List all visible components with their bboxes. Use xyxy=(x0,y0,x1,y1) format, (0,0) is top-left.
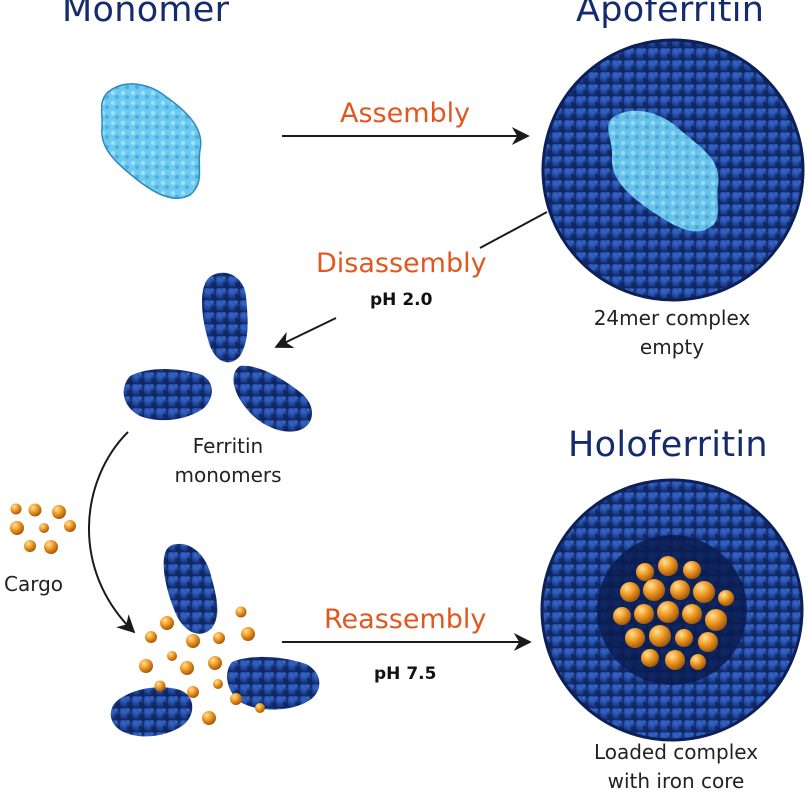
disassembly-arrow-tail xyxy=(479,211,548,249)
apoferritin-caption-line1: 24mer complex xyxy=(593,306,751,330)
disassembly-arrow xyxy=(274,317,337,349)
reassembly-ph-label: pH 7.5 xyxy=(374,664,437,684)
holoferritin-sphere-icon xyxy=(540,478,804,742)
holoferritin-caption-line1: Loaded complex xyxy=(593,740,759,764)
disassembly-ph-label: pH 2.0 xyxy=(370,290,433,310)
apoferritin-caption: 24mer complex empty xyxy=(572,304,772,362)
disassembly-label: Disassembly xyxy=(316,248,487,279)
monomer-title: Monomer xyxy=(62,0,230,30)
reassembly-mix-icon xyxy=(110,543,320,737)
apoferritin-caption-line2: empty xyxy=(639,335,705,359)
holoferritin-caption-line2: with iron core xyxy=(607,769,745,793)
reassembly-label: Reassembly xyxy=(324,604,487,635)
holoferritin-caption: Loaded complex with iron core xyxy=(556,738,796,796)
apoferritin-title: Apoferritin xyxy=(576,0,765,30)
ferritin-monomers-icon xyxy=(123,272,312,432)
assembly-label: Assembly xyxy=(340,98,471,129)
iron-core-icon xyxy=(613,556,734,670)
cargo-loading-arrow xyxy=(88,431,136,634)
monomer-molecule-icon xyxy=(100,83,202,200)
ferritin-caption-line2: monomers xyxy=(174,463,282,487)
embedded-monomer-highlight xyxy=(608,110,719,232)
cargo-spheres-icon xyxy=(10,503,76,554)
ferritin-caption-line1: Ferritin xyxy=(192,434,264,458)
apoferritin-sphere-icon xyxy=(541,38,805,302)
cargo-label: Cargo xyxy=(4,572,64,596)
ferritin-monomers-caption: Ferritin monomers xyxy=(158,432,298,490)
holoferritin-title: Holoferritin xyxy=(568,425,768,465)
